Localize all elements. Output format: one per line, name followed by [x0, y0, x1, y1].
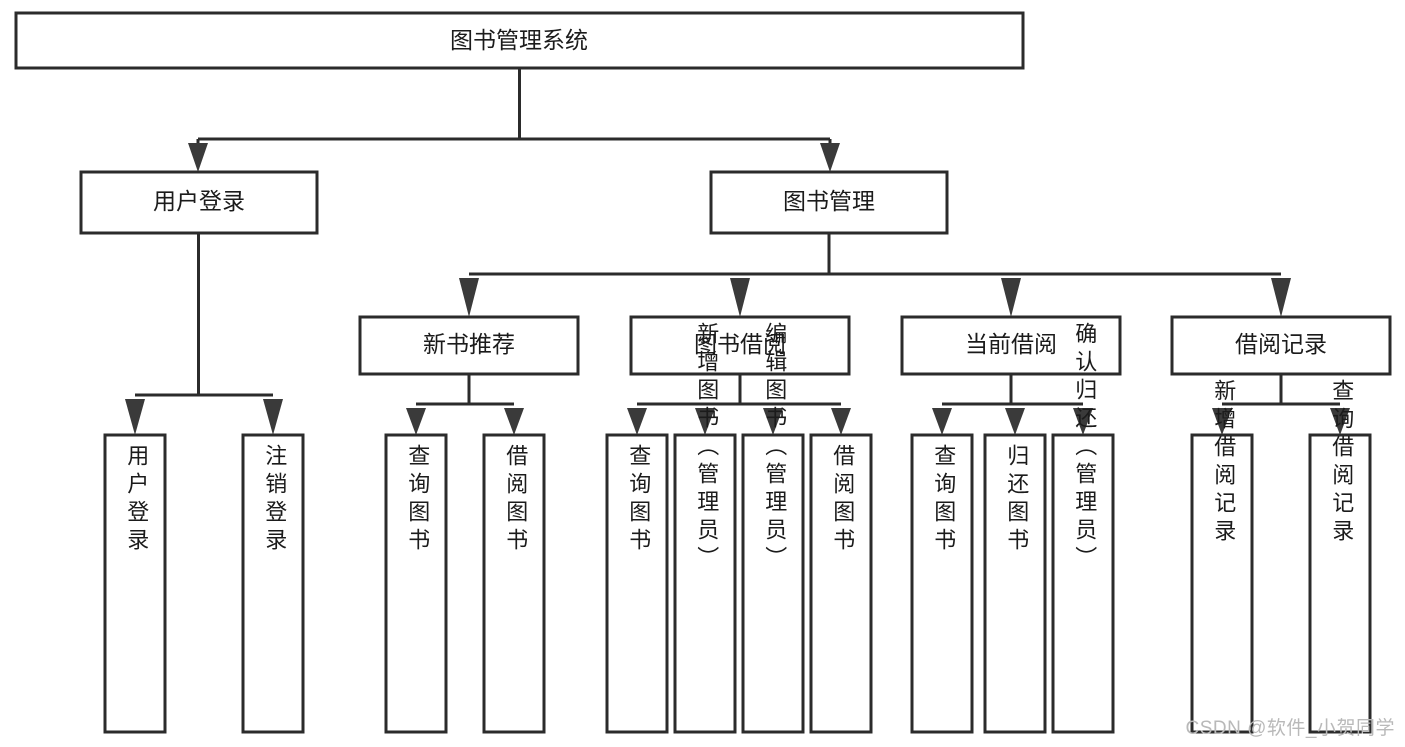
arrow-head-icon: [188, 143, 208, 172]
connector-bookmanage-to-level3: [459, 233, 1291, 317]
node-new-book-rec[interactable]: 新书推荐: [358, 315, 580, 376]
leaf-add-record-label: 新增借阅记录: [1211, 379, 1236, 547]
leaf-borrow-book-1-box[interactable]: [482, 433, 546, 734]
leaf-query-record[interactable]: 查询借阅记录: [1308, 379, 1372, 734]
leaf-add-book-label: 新增图书（管理员）: [694, 322, 719, 574]
arrow-head-icon: [695, 408, 715, 435]
leaf-user-login-box[interactable]: [103, 433, 167, 734]
connector-bookborrow-to-leaves: [627, 374, 851, 435]
leaf-confirm-return-label: 确认归还（管理员）: [1072, 322, 1097, 574]
node-borrow-record-label: 借阅记录: [1235, 331, 1327, 357]
arrow-head-icon: [125, 399, 145, 435]
leaf-query-book-3-box[interactable]: [910, 433, 974, 734]
leaf-user-logout[interactable]: 注销登录: [241, 433, 305, 734]
leaf-query-book-2-box[interactable]: [605, 433, 669, 734]
arrow-head-icon: [932, 408, 952, 435]
leaf-query-book-2-label: 查询图书: [626, 444, 651, 556]
leaf-borrow-book-1-label: 借阅图书: [503, 444, 528, 556]
leaf-user-login[interactable]: 用户登录: [103, 433, 167, 734]
node-book-manage-box[interactable]: [709, 170, 949, 235]
leaf-confirm-return-box[interactable]: [1051, 433, 1115, 734]
arrow-head-icon: [627, 408, 647, 435]
node-root[interactable]: 图书管理系统: [14, 11, 1025, 70]
node-root-label: 图书管理系统: [450, 27, 588, 53]
node-current-borrow-box[interactable]: [900, 315, 1122, 376]
connector-borrowrecord-to-leaves: [1212, 374, 1350, 435]
arrow-head-icon: [1005, 408, 1025, 435]
arrow-head-icon: [1330, 408, 1350, 435]
leaf-query-book-1[interactable]: 查询图书: [384, 433, 448, 734]
leaf-user-logout-box[interactable]: [241, 433, 305, 734]
leaf-edit-book-box[interactable]: [741, 433, 805, 734]
leaf-add-record[interactable]: 新增借阅记录: [1190, 379, 1254, 734]
node-root-box[interactable]: [14, 11, 1025, 70]
arrow-head-icon: [1212, 408, 1232, 435]
leaf-query-book-3-label: 查询图书: [931, 444, 956, 556]
leaf-user-login-label: 用户登录: [124, 444, 149, 556]
leaf-borrow-book-2[interactable]: 借阅图书: [809, 433, 873, 734]
node-borrow-record[interactable]: 借阅记录: [1170, 315, 1392, 376]
node-new-book-rec-box[interactable]: [358, 315, 580, 376]
arrow-head-icon: [263, 399, 283, 435]
leaf-query-record-box[interactable]: [1308, 433, 1372, 734]
node-book-borrow-box[interactable]: [629, 315, 851, 376]
leaf-return-book[interactable]: 归还图书: [983, 433, 1047, 734]
node-current-borrow[interactable]: 当前借阅: [900, 315, 1122, 376]
leaf-return-book-box[interactable]: [983, 433, 1047, 734]
leaf-borrow-book-2-label: 借阅图书: [830, 444, 855, 556]
connector-currentborrow-to-leaves: [932, 374, 1093, 435]
node-current-borrow-label: 当前借阅: [965, 331, 1057, 357]
arrow-head-icon: [1271, 278, 1291, 317]
leaf-user-logout-label: 注销登录: [262, 444, 287, 556]
node-book-manage[interactable]: 图书管理: [709, 170, 949, 235]
node-book-borrow-label: 图书借阅: [694, 331, 786, 357]
arrow-head-icon: [406, 408, 426, 435]
node-book-manage-label: 图书管理: [783, 188, 875, 214]
arrow-head-icon: [763, 408, 783, 435]
arrow-head-icon: [1073, 408, 1093, 435]
leaf-query-record-label: 查询借阅记录: [1329, 379, 1354, 547]
leaf-query-book-3[interactable]: 查询图书: [910, 433, 974, 734]
leaf-add-book-box[interactable]: [673, 433, 737, 734]
arrow-head-icon: [831, 408, 851, 435]
arrow-head-icon: [1001, 278, 1021, 317]
connector-newbook-to-leaves: [406, 374, 524, 435]
leaf-query-book-2[interactable]: 查询图书: [605, 433, 669, 734]
leaf-return-book-label: 归还图书: [1004, 444, 1029, 556]
node-borrow-record-box[interactable]: [1170, 315, 1392, 376]
node-user-login-label: 用户登录: [153, 188, 245, 214]
node-user-login[interactable]: 用户登录: [79, 170, 319, 235]
connector-userlogin-to-leaves: [125, 233, 283, 435]
connector-root-to-level2: [188, 68, 840, 172]
leaf-add-book[interactable]: 新增图书（管理员）: [673, 322, 737, 734]
leaf-query-book-1-label: 查询图书: [405, 444, 430, 556]
leaf-add-record-box[interactable]: [1190, 433, 1254, 734]
leaf-borrow-book-1[interactable]: 借阅图书: [482, 433, 546, 734]
leaf-edit-book-label: 编辑图书（管理员）: [762, 322, 787, 574]
arrow-head-icon: [820, 143, 840, 172]
node-book-borrow[interactable]: 图书借阅: [629, 315, 851, 376]
node-user-login-box[interactable]: [79, 170, 319, 235]
arrow-head-icon: [730, 278, 750, 317]
leaf-borrow-book-2-box[interactable]: [809, 433, 873, 734]
leaf-confirm-return[interactable]: 确认归还（管理员）: [1051, 322, 1115, 734]
node-new-book-rec-label: 新书推荐: [423, 331, 515, 357]
leaf-query-book-1-box[interactable]: [384, 433, 448, 734]
leaf-edit-book[interactable]: 编辑图书（管理员）: [741, 322, 805, 734]
arrow-head-icon: [504, 408, 524, 435]
arrow-head-icon: [459, 278, 479, 317]
